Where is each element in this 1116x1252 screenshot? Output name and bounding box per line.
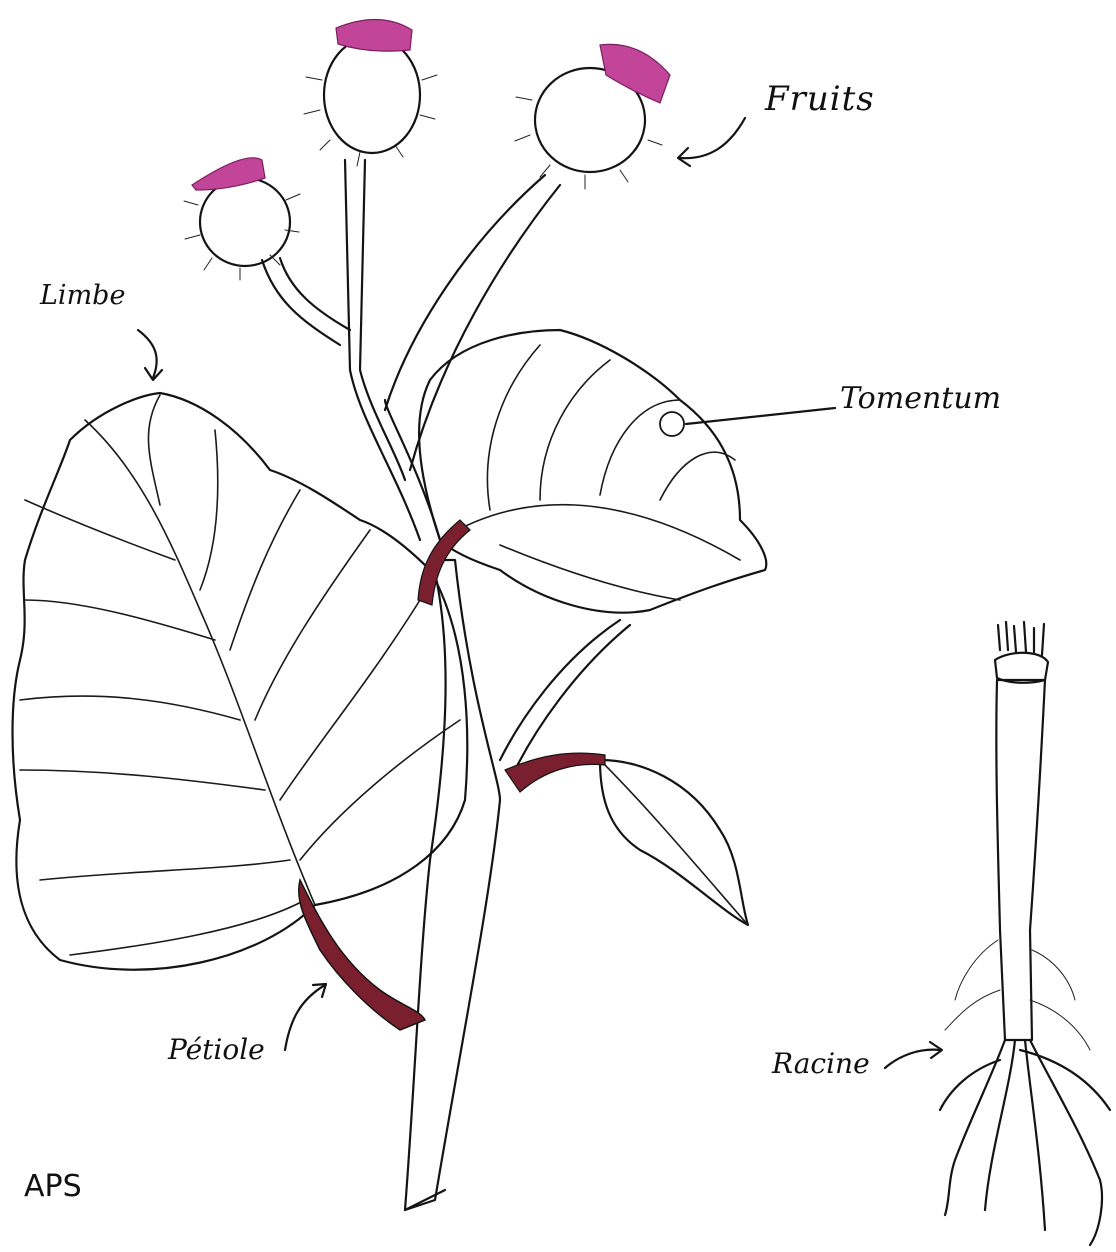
label-racine: Racine bbox=[772, 1050, 870, 1078]
arrow-fruits bbox=[678, 118, 745, 166]
label-limbe: Limbe bbox=[40, 282, 125, 309]
upper-leaf-petiole bbox=[418, 520, 470, 605]
large-leaf-petiole bbox=[299, 880, 425, 1030]
label-tomentum: Tomentum bbox=[840, 384, 1001, 414]
fruit-head-center bbox=[304, 19, 437, 166]
arrow-limbe bbox=[138, 330, 162, 380]
fruit-head-right bbox=[515, 44, 670, 189]
tomentum-detail-circle bbox=[660, 412, 684, 436]
main-stem bbox=[262, 160, 630, 1210]
large-leaf-limbe bbox=[13, 393, 468, 970]
label-fruits: Fruits bbox=[765, 82, 875, 116]
upper-leaf-tomentum bbox=[419, 330, 766, 613]
fruit-head-left bbox=[184, 158, 300, 280]
root-racine bbox=[940, 622, 1110, 1245]
label-petiole: Pétiole bbox=[168, 1036, 265, 1064]
arrow-racine bbox=[885, 1042, 942, 1068]
tomentum-leader-line bbox=[686, 408, 835, 424]
credit-signature: APS bbox=[24, 1172, 82, 1202]
small-leaf bbox=[600, 760, 748, 925]
arrow-petiole bbox=[285, 984, 326, 1050]
